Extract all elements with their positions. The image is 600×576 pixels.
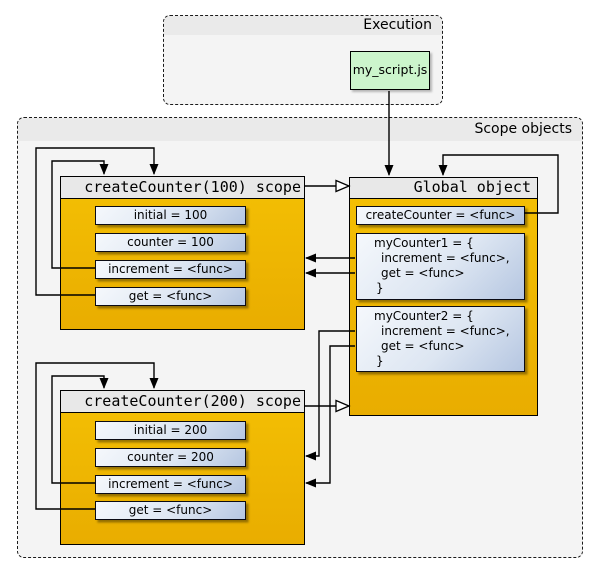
var-counter-100: counter = 100 (95, 233, 246, 252)
var-createCounter: createCounter = <func> (356, 206, 525, 225)
scope-box-createCounter200: createCounter(200) scope initial = 200 c… (60, 390, 305, 545)
scope-title-createCounter200: createCounter(200) scope (61, 391, 304, 413)
myCounter1-line-increment: increment = <func>, (381, 251, 510, 265)
var-initial-200: initial = 200 (95, 421, 246, 440)
var-increment-100: increment = <func> (95, 260, 246, 279)
object-myCounter1: myCounter1 = { increment = <func>, get =… (356, 233, 525, 300)
scope-title-global-object: Global object (350, 178, 537, 199)
var-get-100: get = <func> (95, 287, 246, 306)
scope-objects-panel-title: Scope objects (18, 118, 582, 141)
myCounter1-line-get: get = <func> (381, 266, 465, 280)
myCounter2-line-close: } (376, 354, 384, 368)
scope-title-createCounter100: createCounter(100) scope (61, 177, 304, 199)
var-increment-200: increment = <func> (95, 475, 246, 494)
script-node: my_script.js (350, 51, 430, 90)
myCounter2-line-get: get = <func> (381, 339, 465, 353)
myCounter2-line-increment: increment = <func>, (381, 324, 510, 338)
scope-box-global-object: Global object createCounter = <func> myC… (349, 177, 538, 416)
var-get-200: get = <func> (95, 501, 246, 520)
execution-panel-title: Execution (164, 16, 442, 35)
var-initial-100: initial = 100 (95, 206, 246, 225)
object-myCounter2: myCounter2 = { increment = <func>, get =… (356, 306, 525, 372)
myCounter1-line-open: myCounter1 = { (374, 236, 474, 250)
scope-box-createCounter100: createCounter(100) scope initial = 100 c… (60, 176, 305, 330)
myCounter1-line-close: } (376, 281, 384, 295)
var-counter-200: counter = 200 (95, 448, 246, 467)
myCounter2-line-open: myCounter2 = { (374, 309, 474, 323)
